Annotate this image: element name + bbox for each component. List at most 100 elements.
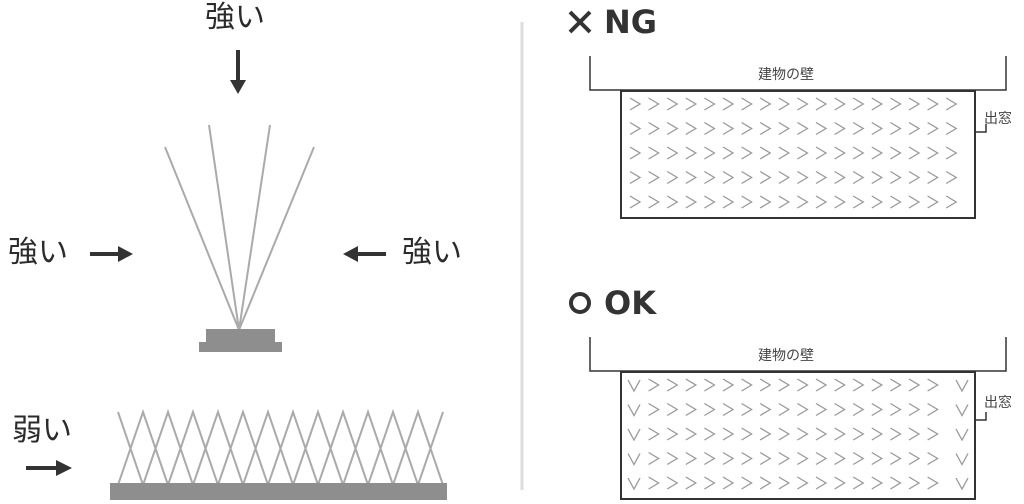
spike-chevron [629,146,642,160]
spike-chevron [778,476,791,490]
top-strong-label: 強い [205,0,265,35]
spike-chevron [927,146,939,160]
spike-chevron [871,121,884,136]
spike-chevron [797,476,809,490]
spike-chevron [945,170,958,185]
spike-chevron [890,476,902,490]
spike-chevron [685,476,698,490]
ok-wall-label: 建物の壁 [758,348,814,364]
spike-chevron [778,121,791,136]
spike-chevron [908,451,921,466]
spike-chevron [685,402,698,417]
spike-chevron [685,378,698,392]
spike-chevron [797,427,809,441]
spike-chevron [797,97,809,111]
spike-chevron [908,97,921,111]
spike-chevron [648,97,660,111]
spike-chevron [815,121,828,136]
spike-chevron [704,476,716,490]
spike-chevron [908,378,921,392]
spike-chevron [834,476,846,490]
spike-chevron [741,427,753,441]
spike-chevron [927,195,939,209]
spike-chevron [704,146,716,160]
spike-chevron [741,97,753,111]
spike-chevron [890,427,902,441]
spike-chevron [927,451,939,466]
spike-chevron [955,404,969,417]
spike-chevron [722,378,735,392]
spike-chevron [797,121,809,136]
spike-chevron [722,451,735,466]
arrow-left-icon [343,246,386,262]
spike-chevron [890,146,902,160]
spike-chevron [685,146,698,160]
spike-chevron [666,97,679,111]
spike-chevron [852,427,865,441]
spike-chevron [629,97,642,111]
spike-chevron [648,427,660,441]
spike-chevron [955,379,969,393]
spike-chevron [852,402,865,417]
spike-chevron [778,402,791,417]
spike-chevron [815,195,828,209]
spike-chevron [871,195,884,209]
spike-chevron [627,404,641,417]
spike-chevron [778,427,791,441]
spike-chevron [741,146,753,160]
spike-chevron [685,451,698,466]
ng-wall-label: 建物の壁 [758,67,814,83]
spike-chevron [955,453,969,466]
ok-heading: OK [604,284,656,322]
ng-window-label: 出窓 [984,111,1012,127]
spike-chevron [648,170,660,185]
spike-chevron [759,146,772,160]
spike-chevron [704,378,716,392]
spike-chevron [834,427,846,441]
spike-chevron [759,451,772,466]
spike-chevron [908,427,921,441]
ok-window-label: 出窓 [984,395,1012,411]
spike-chevron [629,121,642,136]
spike-chevron [908,146,921,160]
spike-chevron [722,195,735,209]
spike-chevron [834,170,846,185]
spike-chevron [666,121,679,136]
spike-chevron [648,476,660,490]
spike-chevron [927,427,939,441]
ng-window-diagram [589,56,1007,219]
spike-chevron [815,146,828,160]
spike-chevron [945,195,958,209]
left-strong-label: 強い [8,235,68,270]
spike-chevron [648,451,660,466]
spike-chevron [852,170,865,185]
spike-chevron [685,427,698,441]
spike-chevron [704,195,716,209]
spike-chevron [722,97,735,111]
spike-chevron [797,146,809,160]
spike-chevron [908,476,921,490]
spike-chevron [778,378,791,392]
spike-chevron [797,378,809,392]
spike-chevron [890,378,902,392]
spike-chevron [648,378,660,392]
spike-chevron [759,378,772,392]
spike-chevron [834,97,846,111]
weak-label: 弱い [12,413,72,448]
ng-spike-chevrons [629,97,958,209]
spike-chevron [815,476,828,490]
spike-chevron [908,170,921,185]
spike-chevron [815,427,828,441]
spike-chevron [722,121,735,136]
spike-chevron [797,170,809,185]
spike-chevron [666,402,679,417]
spike-chevron [871,427,884,441]
spike-chevron [704,427,716,441]
spike-chevron [834,195,846,209]
spike-chevron [797,195,809,209]
fan-spike [164,124,315,352]
spike-chevron [666,451,679,466]
spike-chevron [741,170,753,185]
spike-chevron [797,402,809,417]
arrow-down-icon [230,50,246,94]
